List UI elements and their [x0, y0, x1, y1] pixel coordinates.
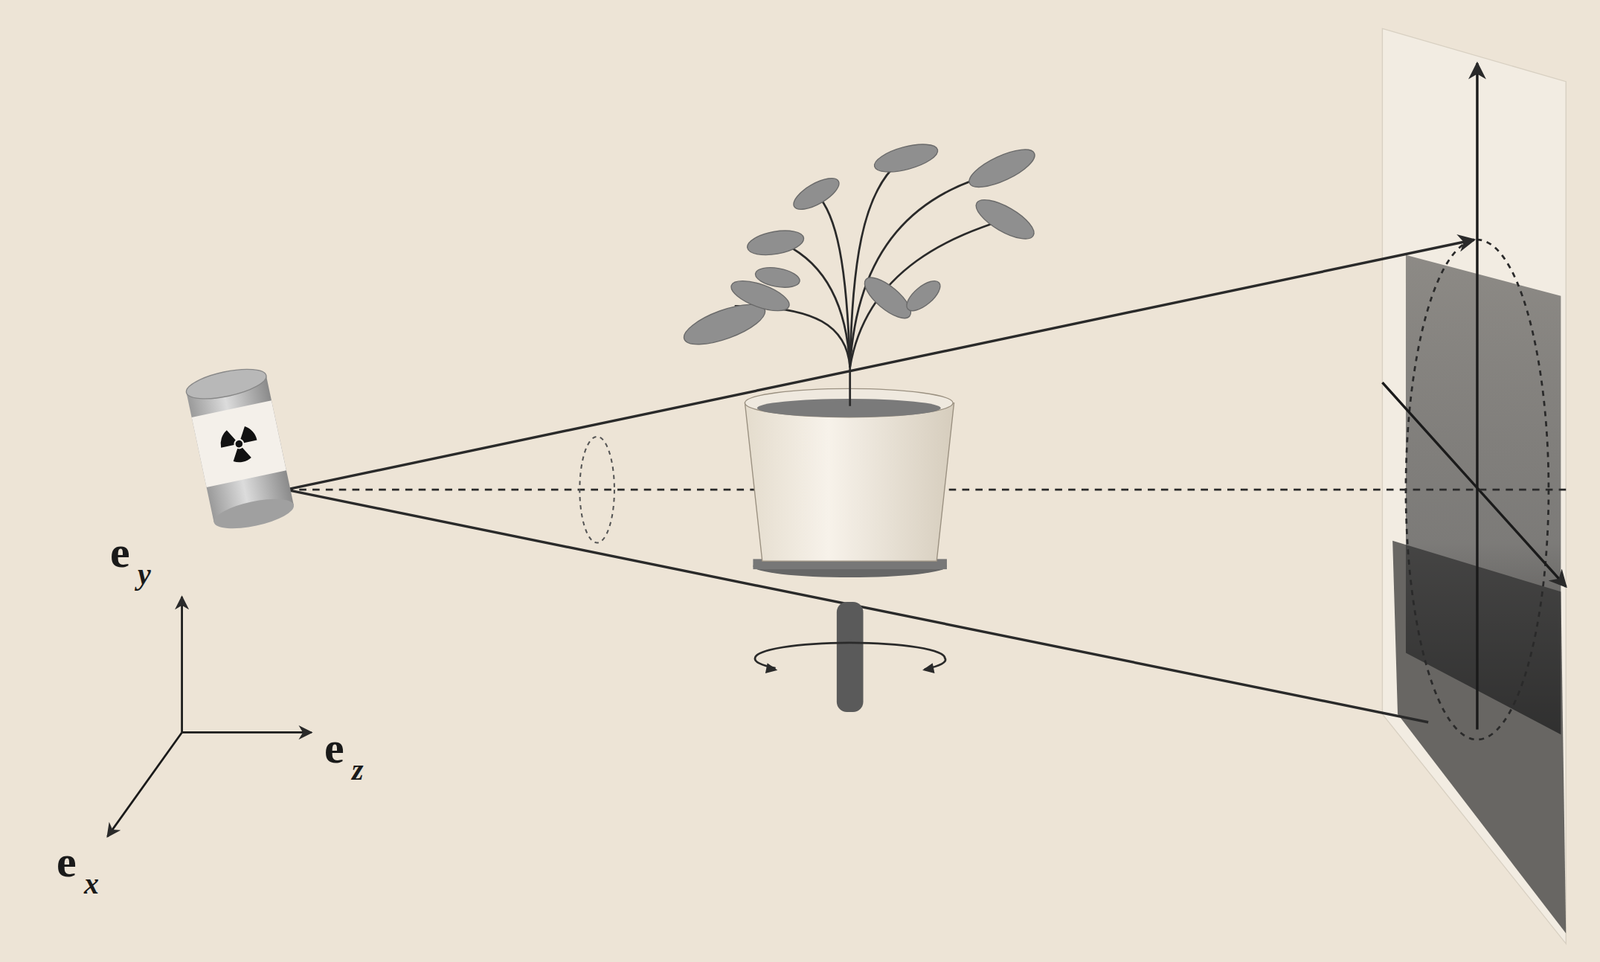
beam-cross-section	[579, 436, 615, 544]
stem	[815, 194, 850, 368]
source-bottom	[211, 493, 297, 535]
plant-leaves	[679, 139, 1040, 353]
source-top	[183, 363, 269, 405]
axis-label: e	[110, 529, 131, 575]
radiation-symbol	[215, 422, 264, 466]
axis-subscript: y	[137, 559, 151, 590]
leaf	[789, 172, 844, 216]
leaf	[970, 192, 1040, 247]
rotation-arrowheads	[765, 662, 936, 674]
source-label	[191, 400, 287, 488]
rotation-arrow	[754, 642, 946, 670]
pot-rim	[744, 388, 953, 417]
axis-z	[182, 731, 312, 734]
radiation-center	[235, 439, 244, 448]
projection-pot	[1392, 540, 1566, 934]
axis-y	[180, 596, 183, 732]
axis-label: e	[324, 725, 345, 770]
radiation-blade	[230, 446, 252, 464]
rotation-rod	[836, 601, 864, 712]
x-ray-source	[183, 363, 297, 535]
axis-subscript: z	[351, 754, 364, 785]
leaf	[858, 270, 917, 325]
radiation-blade	[235, 424, 259, 448]
leaf	[871, 139, 941, 178]
axis-x	[107, 731, 182, 837]
pot	[744, 403, 954, 562]
leaf	[745, 226, 806, 259]
detector-plane	[1382, 28, 1566, 944]
leaf	[901, 275, 945, 317]
axis-label: e	[56, 839, 77, 884]
plant-stems	[734, 162, 1005, 406]
leaf	[753, 264, 802, 291]
soil	[757, 398, 941, 418]
stem	[850, 219, 1005, 368]
radiation-blade	[218, 429, 238, 451]
stem	[785, 244, 850, 368]
detector-axis	[1382, 382, 1566, 587]
stem	[850, 173, 996, 368]
leaf	[964, 142, 1040, 195]
detector-axis	[1475, 63, 1479, 729]
axis-subscript: x	[84, 868, 99, 899]
